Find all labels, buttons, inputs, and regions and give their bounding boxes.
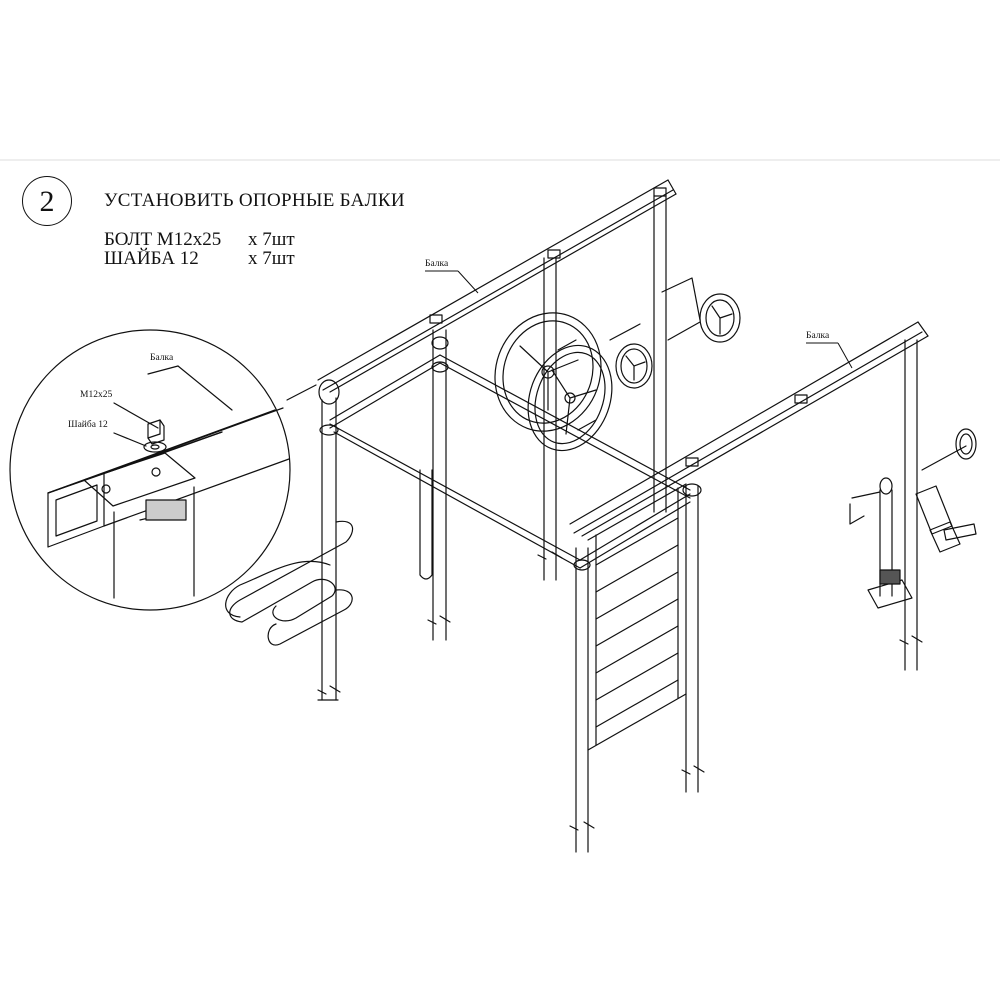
step-title: УСТАНОВИТЬ ОПОРНЫЕ БАЛКИ: [104, 190, 405, 211]
posts: [317, 195, 923, 853]
step-number-badge: 2: [22, 176, 72, 226]
label-detail-washer: Шайба 12: [68, 420, 108, 430]
beam-rear: [317, 179, 677, 393]
wheel-right: [921, 428, 977, 471]
detail-circle: [9, 329, 291, 611]
label-beam-rear: Балка: [425, 259, 449, 269]
beam-right: [569, 321, 929, 537]
detail-leader-line: [286, 384, 317, 401]
label-beam-right: Балка: [806, 331, 830, 341]
wheel-large-2: [527, 339, 613, 452]
wheel-small-2: [661, 277, 741, 343]
u-handle: [419, 469, 433, 580]
hardware-washer-qty: х 7шт: [248, 248, 295, 269]
label-detail-bolt: М12х25: [80, 390, 113, 400]
wheel-small-1: [609, 323, 653, 389]
detail-washer: [143, 441, 167, 453]
detail-plate: [83, 452, 196, 507]
hardware-washer-name: ШАЙБА 12: [104, 248, 199, 269]
top-frame: [329, 354, 691, 569]
detail-callout: [9, 329, 317, 611]
hardware-bolt-qty: х 7шт: [248, 229, 295, 250]
ladder: [587, 483, 687, 751]
right-equipment: [849, 477, 977, 609]
detail-post: [113, 486, 195, 599]
serpentine-bar: [225, 520, 354, 646]
label-detail-beam: Балка: [150, 353, 174, 363]
hardware-bolt-name: БОЛТ М12х25: [104, 229, 222, 250]
wheel-large-1: [494, 312, 602, 432]
